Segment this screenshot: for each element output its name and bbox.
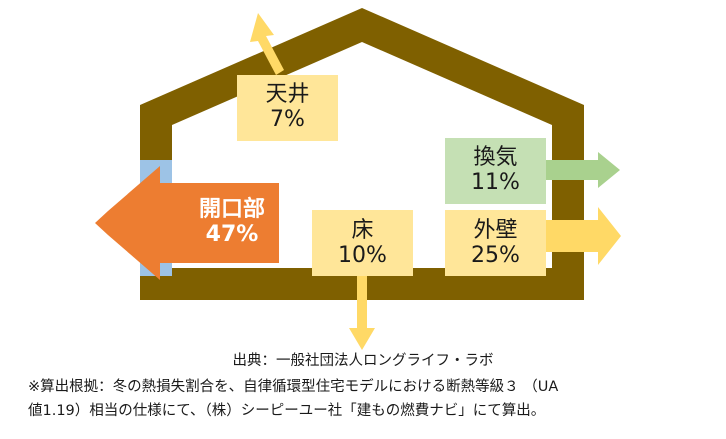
floor-name: 床: [351, 218, 374, 243]
ceiling-name: 天井: [265, 82, 310, 107]
openings-arrow: [95, 166, 279, 280]
openings-label: 開口部 47%: [185, 197, 279, 248]
ventilation-name: 換気: [473, 145, 518, 170]
calculation-basis-line2: 値1.19）相当の仕様にて、（株）シーピーユー社「建もの燃費ナビ」にて算出。: [28, 403, 546, 419]
ceiling-value: 7%: [270, 107, 305, 133]
source-citation: 出典：一般社団法人ロングライフ・ラボ: [232, 353, 494, 369]
exterior-wall-value: 25%: [471, 243, 520, 269]
exterior-wall-label: 外壁 25%: [445, 218, 546, 269]
ventilation-value: 11%: [471, 170, 520, 196]
exterior-wall-box: [445, 210, 546, 276]
ventilation-label: 換気 11%: [445, 145, 546, 196]
ceiling-label: 天井 7%: [237, 82, 338, 133]
openings-value: 47%: [205, 222, 259, 248]
calculation-basis-line1: ※算出根拠：冬の熱損失割合を、自律循環型住宅モデルにおける断熱等級３ （UA: [28, 379, 559, 395]
floor-arrow: [349, 270, 375, 350]
floor-label: 床 10%: [312, 218, 413, 269]
exterior-wall-arrow: [546, 207, 621, 265]
ceiling-box: [237, 75, 338, 141]
ventilation-box: [445, 138, 546, 204]
ventilation-arrow: [546, 152, 620, 188]
ceiling-arrow: [250, 13, 284, 75]
exterior-wall-name: 外壁: [473, 218, 518, 243]
openings-name: 開口部: [198, 197, 265, 222]
floor-value: 10%: [338, 243, 387, 269]
floor-box: [312, 210, 413, 276]
